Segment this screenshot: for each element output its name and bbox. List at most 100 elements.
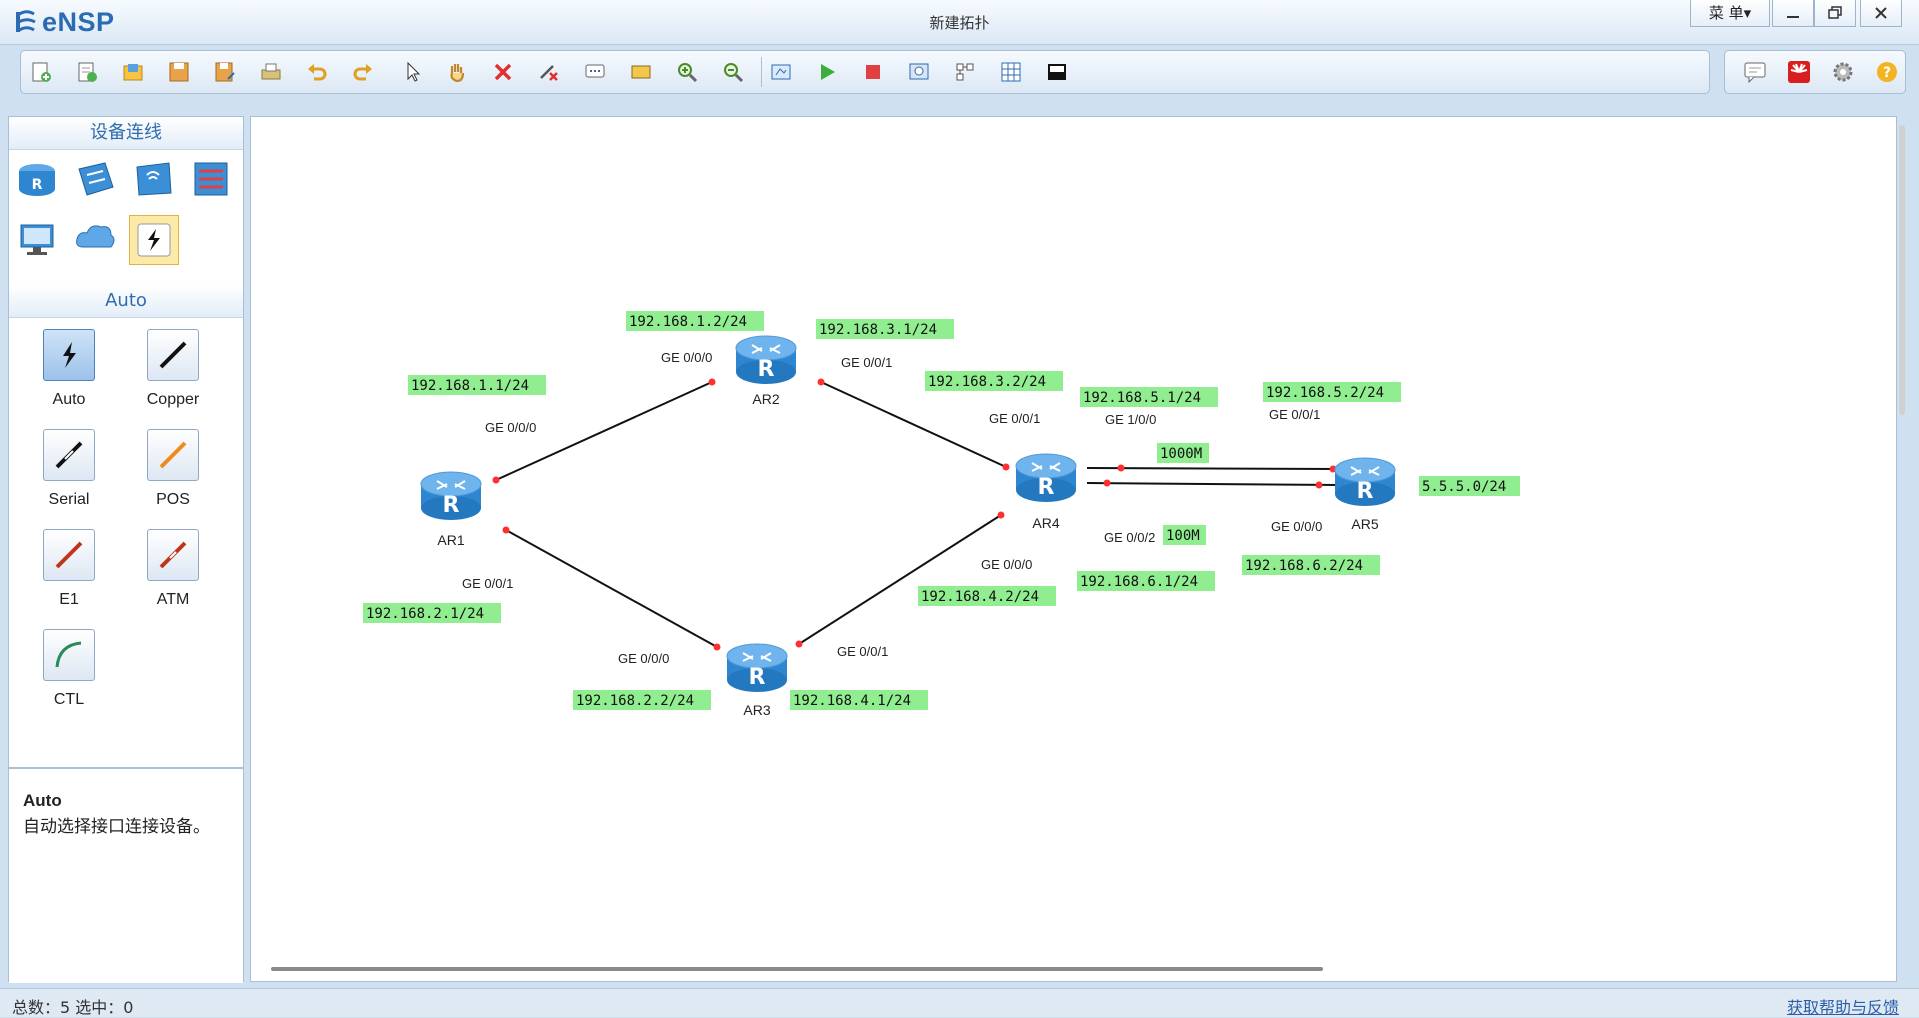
link-ar1-ar2[interactable] (495, 381, 713, 481)
router-ar3[interactable] (726, 643, 788, 693)
port-label: GE 0/0/0 (981, 557, 1032, 572)
pos-cable-icon (147, 429, 199, 481)
serial-cable-icon (43, 429, 95, 481)
toolbar-right: ? (1724, 50, 1906, 94)
undo-icon[interactable] (305, 60, 329, 84)
port-label: GE 0/0/2 (1104, 530, 1155, 545)
open-icon[interactable] (121, 60, 145, 84)
link-ar4-ar5-1000m[interactable] (1086, 467, 1340, 470)
pan-icon[interactable] (445, 60, 469, 84)
ip-label: 192.168.1.1/24 (411, 378, 529, 394)
router-label: AR3 (743, 702, 770, 718)
ip-label: 192.168.5.1/24 (1083, 390, 1201, 406)
speed-label: 1000M (1160, 446, 1202, 462)
wlan-icon[interactable] (129, 155, 177, 203)
router-label: AR2 (752, 391, 779, 407)
router-ar5[interactable] (1334, 457, 1396, 507)
port-label: GE 1/0/0 (1105, 412, 1156, 427)
atm-cable-icon (147, 529, 199, 581)
cable-label: Serial (48, 491, 90, 508)
delete-icon[interactable] (491, 60, 515, 84)
zoom-out-icon[interactable] (721, 60, 745, 84)
start-device-icon[interactable] (815, 60, 839, 84)
router-icon[interactable]: R (13, 155, 61, 203)
link-ar4-ar5-100m[interactable] (1086, 482, 1340, 486)
link-ar2-ar4[interactable] (820, 381, 1007, 468)
minimize-button[interactable] (1772, 0, 1814, 27)
topology-canvas[interactable]: R AR1 AR2 AR3 AR4 AR5 (250, 116, 1905, 982)
app-name: eNSP (42, 6, 115, 37)
chat-icon[interactable] (1743, 60, 1767, 84)
cable-ctl[interactable]: CTL (17, 629, 121, 717)
ip-label: 192.168.3.1/24 (819, 322, 937, 338)
title-bar: eNSP 新建拓扑 菜 单▾ (0, 0, 1919, 45)
e1-cable-icon (43, 529, 95, 581)
capture-icon[interactable] (907, 60, 931, 84)
close-button[interactable] (1860, 0, 1902, 27)
restore-button[interactable] (1814, 0, 1856, 27)
help-feedback-link[interactable]: 获取帮助与反馈 (1786, 998, 1899, 1017)
router-ar4[interactable] (1015, 453, 1077, 503)
delete-links-icon[interactable] (537, 60, 561, 84)
text-annotation-icon[interactable] (583, 60, 607, 84)
stop-device-icon[interactable] (861, 60, 885, 84)
show-interfaces-icon[interactable] (953, 60, 977, 84)
ip-label: 192.168.6.1/24 (1080, 574, 1198, 590)
redo-icon[interactable] (351, 60, 375, 84)
vertical-scrollbar[interactable] (1899, 125, 1905, 415)
cable-atm[interactable]: ATM (121, 529, 225, 617)
ensp-logo-icon (14, 9, 38, 35)
description-title: Auto (23, 791, 62, 810)
auto-cable-icon (43, 329, 95, 381)
router-label: AR1 (437, 532, 464, 548)
toolbar-separator (761, 57, 762, 87)
port-label: GE 0/0/1 (989, 411, 1040, 426)
grid-icon[interactable] (999, 60, 1023, 84)
link-ar1-ar3[interactable] (505, 529, 718, 648)
palette-icon[interactable] (629, 60, 653, 84)
router-label: AR4 (1032, 515, 1059, 531)
cable-e1[interactable]: E1 (17, 529, 121, 617)
description-area: Auto 自动选择接口连接设备。 (9, 767, 243, 983)
zoom-in-icon[interactable] (675, 60, 699, 84)
pc-icon[interactable] (13, 215, 61, 263)
app-logo: eNSP (14, 6, 115, 38)
svg-text:?: ? (1883, 65, 1891, 81)
ip-label: 192.168.3.2/24 (928, 374, 1046, 390)
port-label: GE 0/0/0 (661, 350, 712, 365)
new-topo-icon[interactable] (29, 60, 53, 84)
port-label: GE 0/0/1 (1269, 407, 1320, 422)
topology-icon[interactable] (1045, 60, 1069, 84)
select-icon[interactable] (401, 60, 425, 84)
cable-auto[interactable]: Auto (17, 329, 121, 417)
print-icon[interactable] (259, 60, 283, 84)
ip-label: 192.168.4.2/24 (921, 589, 1039, 605)
link-endpoints (492, 378, 1337, 651)
huawei-icon[interactable] (1787, 60, 1811, 84)
cable-serial[interactable]: Serial (17, 429, 121, 517)
save-icon[interactable] (167, 60, 191, 84)
cable-label: CTL (53, 691, 85, 708)
router-ar1[interactable] (420, 471, 482, 521)
firewall-icon[interactable] (187, 155, 235, 203)
ip-label: 5.5.5.0/24 (1422, 479, 1506, 495)
new-example-icon[interactable] (75, 60, 99, 84)
help-icon[interactable]: ? (1875, 60, 1899, 84)
switch-icon[interactable] (71, 155, 119, 203)
port-label: GE 0/0/0 (1271, 519, 1322, 534)
ip-label: 192.168.2.1/24 (366, 606, 484, 622)
horizontal-scrollbar[interactable] (271, 967, 1323, 971)
save-as-icon[interactable] (213, 60, 237, 84)
menu-button[interactable]: 菜 单▾ (1690, 0, 1770, 27)
router-ar2[interactable] (735, 335, 797, 385)
port-label: GE 0/0/0 (485, 420, 536, 435)
device-panel-header: 设备连线 (9, 117, 243, 150)
settings-icon[interactable] (1831, 60, 1855, 84)
cable-pos[interactable]: POS (121, 429, 225, 517)
connection-icon[interactable] (129, 215, 179, 265)
fit-icon[interactable] (769, 60, 793, 84)
toolbar (20, 50, 1710, 94)
link-ar3-ar4[interactable] (798, 514, 1002, 645)
cloud-icon[interactable] (71, 215, 119, 263)
cable-copper[interactable]: Copper (121, 329, 225, 417)
